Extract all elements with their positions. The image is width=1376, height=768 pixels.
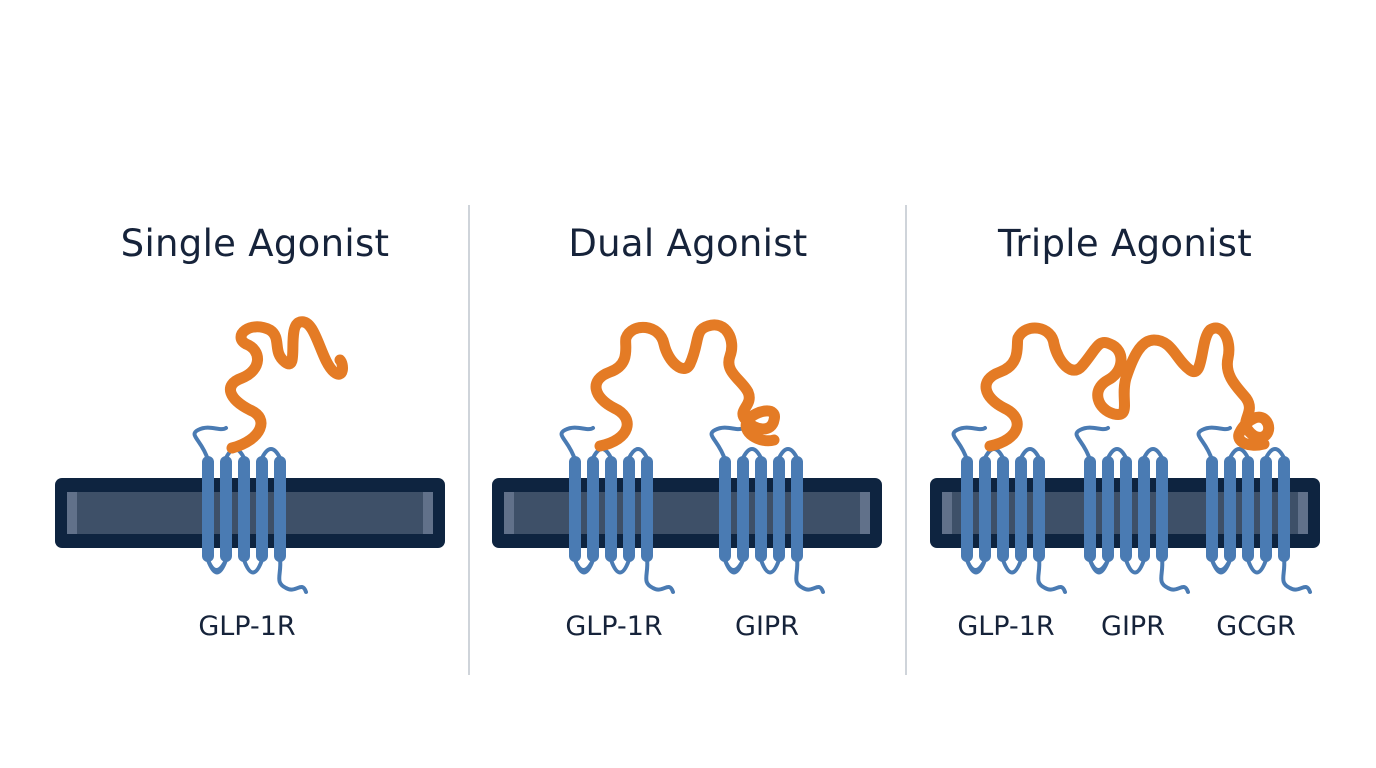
receptor-intracellular-loop (573, 559, 595, 572)
receptor-label-gipr: GIPR (735, 611, 799, 642)
dual-agonist-title: Dual Agonist (568, 222, 808, 265)
receptor-label-glp1r: GLP-1R (198, 611, 296, 642)
membrane-highlight-left (504, 492, 514, 534)
peptide-triple (980, 322, 1275, 452)
receptor-label-gipr: GIPR (1101, 611, 1165, 642)
receptor-intracellular-loop (242, 559, 264, 575)
receptor-intracellular-loop (1246, 559, 1268, 575)
receptor-n-terminus (1074, 425, 1110, 462)
receptor-extracellular-loop (741, 447, 763, 459)
receptor-extracellular-loop (777, 447, 799, 459)
receptor-c-terminus (1036, 556, 1067, 594)
receptor-extracellular-loop (627, 447, 649, 459)
triple-agonist-title: Triple Agonist (997, 222, 1253, 265)
receptor-label-gcgr: GCGR (1216, 611, 1296, 642)
receptor-intracellular-loop (609, 559, 631, 575)
single-agonist-title: Single Agonist (120, 222, 390, 265)
receptor-c-terminus (644, 556, 675, 594)
receptor-c-terminus (277, 556, 308, 594)
receptor-intracellular-loop (1088, 559, 1110, 572)
receptor-c-terminus (794, 556, 825, 594)
membrane-highlight-right (860, 492, 870, 534)
receptor-c-terminus (1281, 556, 1312, 594)
receptor-extracellular-loop (1142, 447, 1164, 459)
receptor-extracellular-loop (1019, 447, 1041, 459)
receptor-c-terminus (1159, 556, 1190, 594)
panel-divider-2 (905, 205, 907, 675)
receptor-intracellular-loop (1124, 559, 1146, 575)
receptor-intracellular-loop (965, 559, 987, 572)
receptor-extracellular-loop (1264, 447, 1286, 459)
receptor-intracellular-loop (759, 559, 781, 575)
receptor-intracellular-loop (1001, 559, 1023, 575)
receptor-n-terminus (709, 425, 745, 462)
receptor-extracellular-loop (1106, 447, 1128, 459)
receptor-label-glp1r: GLP-1R (565, 611, 663, 642)
membrane-highlight-left (67, 492, 77, 534)
receptor-n-terminus (559, 425, 595, 462)
receptor-intracellular-loop (1210, 559, 1232, 572)
membrane-highlight-right (1298, 492, 1308, 534)
receptor-extracellular-loop (260, 447, 282, 459)
receptor-intracellular-loop (206, 559, 228, 572)
panel-divider-1 (468, 205, 470, 675)
membrane-highlight-right (423, 492, 433, 534)
membrane-core-2 (504, 492, 870, 534)
peptide-single (225, 316, 348, 454)
peptide-dual (590, 319, 780, 452)
receptor-intracellular-loop (723, 559, 745, 572)
receptor-extracellular-loop (1228, 447, 1250, 459)
receptor-label-glp1r: GLP-1R (957, 611, 1055, 642)
receptor-n-terminus (951, 425, 987, 462)
receptor-n-terminus (1196, 425, 1232, 462)
receptor-n-terminus (192, 425, 228, 462)
membrane-highlight-left (942, 492, 952, 534)
